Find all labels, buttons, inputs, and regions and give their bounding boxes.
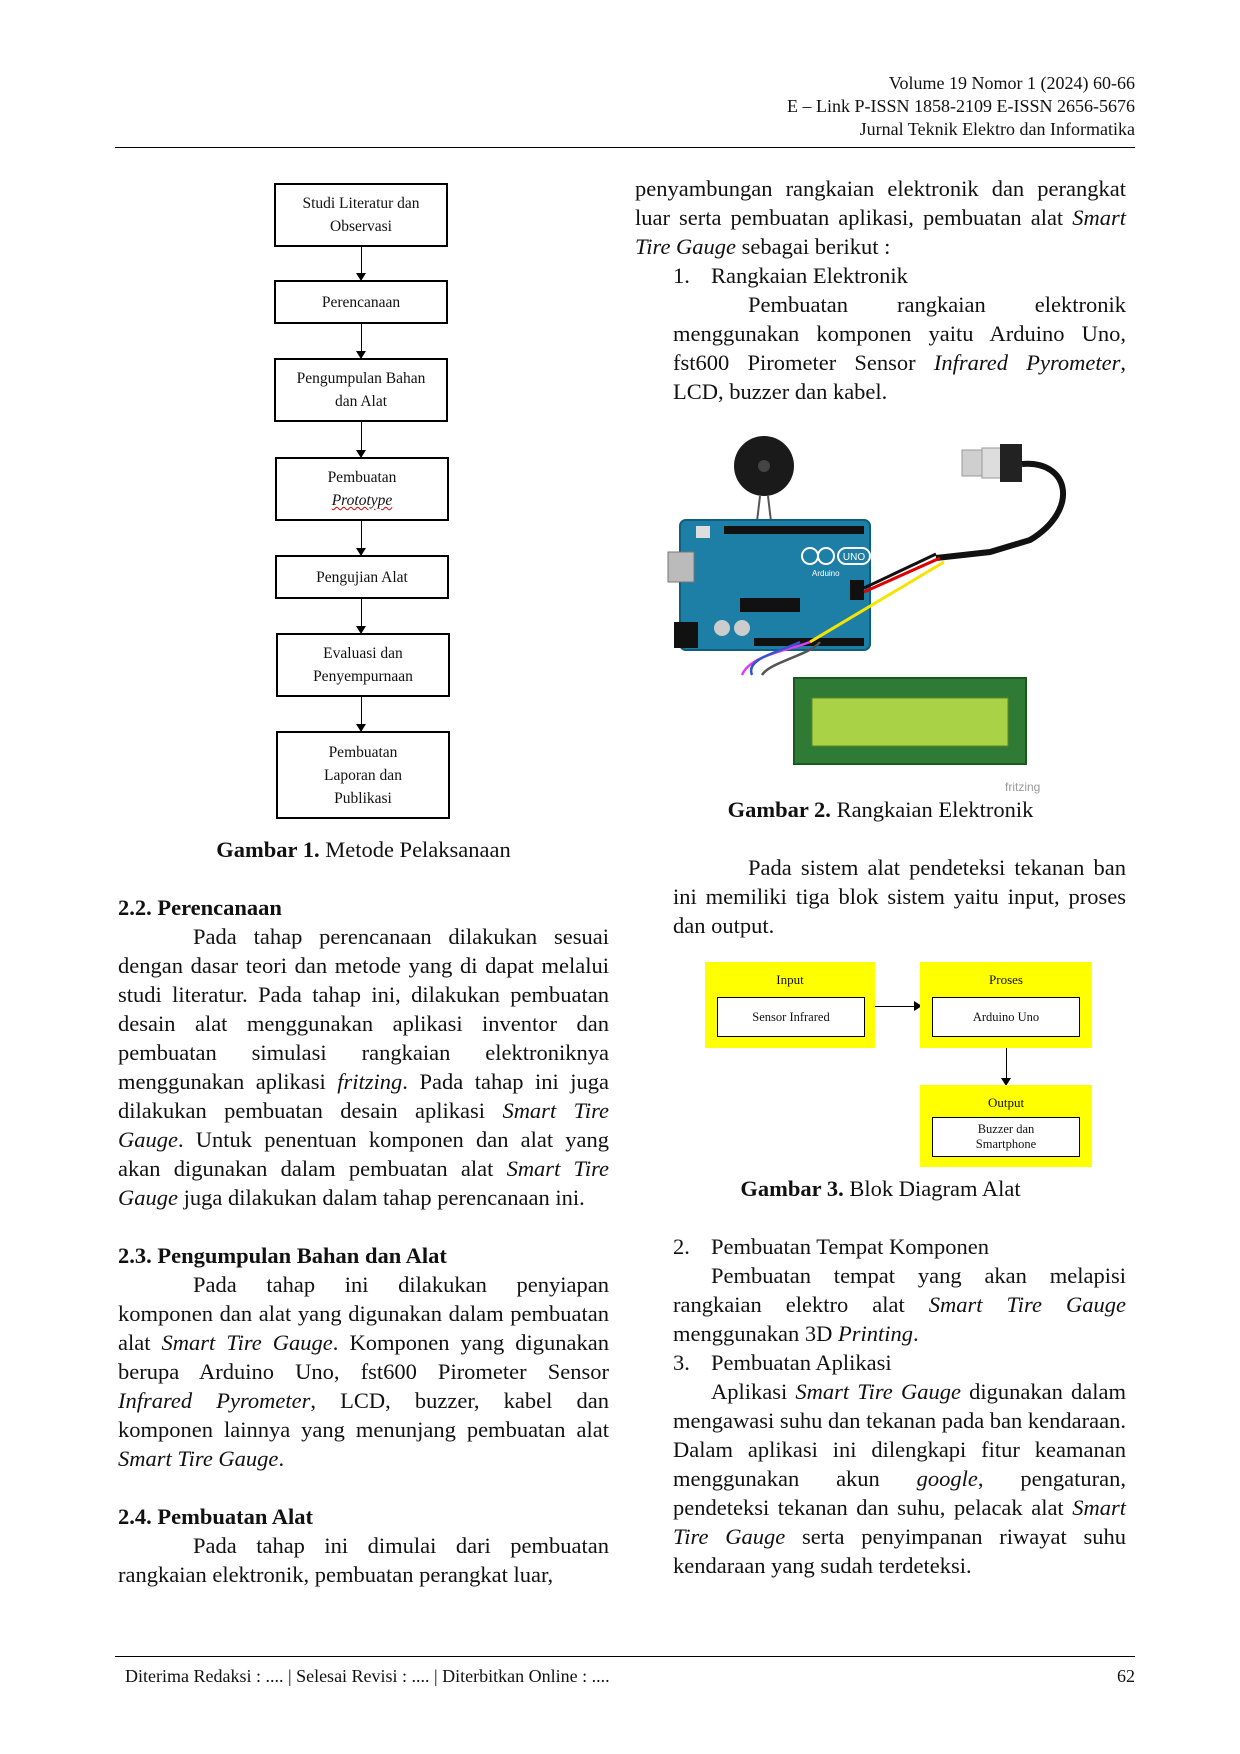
flow-arrow xyxy=(356,697,366,732)
caption-label: Gambar 1. xyxy=(216,837,320,862)
output-block-title: Output xyxy=(987,1095,1025,1110)
buzzer-icon xyxy=(734,436,794,531)
section-2-4-paragraph: Pada tahap ini dimulai dari pembuatan ra… xyxy=(118,1533,609,1587)
caption-text: Metode Pelaksanaan xyxy=(319,837,511,862)
flow-step-evaluasi: Evaluasi dan Penyempurnaan xyxy=(276,633,450,697)
right-column-bottom: Gambar 3. Blok Diagram Alat 2. Pembuatan… xyxy=(635,1174,1126,1580)
proses-block: Proses Arduino Uno xyxy=(920,962,1092,1048)
arduino-board: UNO Arduino xyxy=(667,519,871,651)
board-brand: Arduino xyxy=(812,569,840,578)
volume-line: Volume 19 Nomor 1 (2024) 60-66 xyxy=(888,73,1135,93)
footer-dates: Diterima Redaksi : .... | Selesai Revisi… xyxy=(125,1666,610,1686)
section-2-2-heading: 2.2. Perencanaan xyxy=(118,895,282,920)
flow-step-label: Pembuatan xyxy=(327,469,397,486)
figure-1-caption: Gambar 1. Metode Pelaksanaan xyxy=(118,835,609,864)
header-rule xyxy=(115,147,1135,148)
list-item-2-text: Pembuatan tempat yang akan melapisi rang… xyxy=(673,1263,1126,1346)
flow-step-label-italic: Prototype xyxy=(331,492,393,509)
flow-step-studi: Studi Literatur dan Observasi xyxy=(274,183,448,247)
list-item-1-text: Pembuatan rangkaian elektronik menggunak… xyxy=(673,292,1126,404)
flow-step-pengujian: Pengujian Alat xyxy=(275,555,449,599)
intro-paragraph: penyambungan rangkaian elektronik dan pe… xyxy=(635,176,1126,259)
lcd-display xyxy=(793,677,1027,765)
section-2-2-paragraph: Pada tahap perencanaan dilakukan sesuai … xyxy=(118,924,610,1210)
flow-arrow xyxy=(356,521,366,556)
sensor-icon xyxy=(935,444,1067,561)
output-block-box: Buzzer dan Smartphone xyxy=(932,1117,1080,1157)
input-block-box: Sensor Infrared xyxy=(717,997,865,1037)
flow-step-pembuatan-prototype: Pembuatan Prototype xyxy=(275,457,449,521)
list-item-2-title: Pembuatan Tempat Komponen xyxy=(711,1234,989,1259)
issn-line: E – Link P-ISSN 1858-2109 E-ISSN 2656-56… xyxy=(786,96,1135,116)
flow-arrow xyxy=(356,599,366,634)
journal-name-line: Jurnal Teknik Elektro dan Informatika xyxy=(859,119,1135,139)
list-item-3: 3. Pembuatan Aplikasi xyxy=(673,1350,892,1375)
section-2-3-paragraph: Pada tahap ini dilakukan penyiapan kompo… xyxy=(118,1272,609,1471)
input-block-title: Input xyxy=(776,972,804,987)
board-label: UNO xyxy=(843,552,865,563)
footer-rule xyxy=(115,1656,1135,1657)
flow-step-laporan: Pembuatan Laporan dan Publikasi xyxy=(276,731,450,819)
list-item-1: 1. Rangkaian Elektronik xyxy=(673,263,908,288)
figure-2-caption: Gambar 2. Rangkaian Elektronik xyxy=(727,797,1034,822)
left-column: Gambar 1. Metode Pelaksanaan 2.2. Perenc… xyxy=(118,835,609,1589)
list-item-2: 2. Pembuatan Tempat Komponen xyxy=(673,1234,989,1259)
flow-arrow xyxy=(356,422,366,458)
flow-step-perencanaan: Perencanaan xyxy=(274,280,448,324)
list-item-3-title: Pembuatan Aplikasi xyxy=(711,1350,892,1375)
section-2-3-heading: 2.3. Pengumpulan Bahan dan Alat xyxy=(118,1243,447,1268)
list-item-1-title: Rangkaian Elektronik xyxy=(711,263,908,288)
arrow-input-proses xyxy=(875,1006,920,1007)
flow-arrow xyxy=(356,324,366,359)
proses-block-title: Proses xyxy=(989,972,1023,987)
right-column-middle: Gambar 2. Rangkaian Elektronik Pada sist… xyxy=(635,795,1126,940)
flow-step-pengumpulan: Pengumpulan Bahan dan Alat xyxy=(274,358,448,422)
arrow-proses-output xyxy=(1001,1048,1011,1086)
right-column-top: penyambungan rangkaian elektronik dan pe… xyxy=(635,174,1126,406)
figure-3-caption: Gambar 3. Blok Diagram Alat xyxy=(740,1176,1021,1201)
input-block: Input Sensor Infrared xyxy=(705,962,875,1048)
journal-header: Volume 19 Nomor 1 (2024) 60-66 E – Link … xyxy=(787,72,1135,141)
section-2-4-heading: 2.4. Pembuatan Alat xyxy=(118,1504,314,1529)
fritzing-watermark: fritzing xyxy=(1005,780,1040,794)
page-number: 62 xyxy=(1117,1666,1135,1686)
proses-block-box: Arduino Uno xyxy=(932,997,1080,1037)
output-block: Output Buzzer dan Smartphone xyxy=(920,1085,1092,1167)
flow-arrow xyxy=(356,247,366,281)
block-system-paragraph: Pada sistem alat pendeteksi tekanan ban … xyxy=(673,855,1126,938)
figure-2-circuit: UNO Arduino fritzing xyxy=(667,436,1067,794)
list-item-3-text: Aplikasi Smart Tire Gauge digunakan dala… xyxy=(673,1379,1126,1578)
